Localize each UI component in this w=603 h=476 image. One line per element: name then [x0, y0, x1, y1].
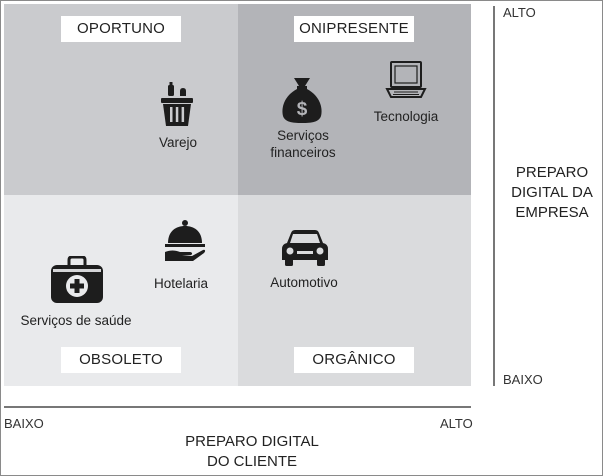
quadrant-label-oportuno: OPORTUNO [61, 16, 181, 42]
y-axis-title-line3: EMPRESA [515, 204, 589, 221]
y-axis-high-label: ALTO [503, 5, 536, 20]
y-axis-line [493, 6, 495, 386]
sector-label-automotivo: Automotivo [270, 275, 338, 290]
x-axis-title: PREPARO DIGITAL DO CLIENTE [160, 432, 344, 472]
first-aid-kit-icon [51, 256, 103, 303]
quadrant-label-organico: ORGÂNICO [294, 347, 414, 373]
finance-label-line1: Serviços [277, 128, 329, 143]
x-axis-line [4, 406, 471, 408]
y-axis-title-line2: DIGITAL DA [511, 184, 593, 201]
sector-label-tecnologia: Tecnologia [373, 109, 439, 124]
y-axis-low-label: BAIXO [503, 372, 543, 387]
sector-label-servicos-de-saude: Serviços de saúde [20, 313, 132, 328]
sector-label-servicos-financeiros: Serviços financeiros [258, 127, 348, 161]
y-axis-title: PREPARO DIGITAL DA EMPRESA [500, 163, 603, 223]
money-bag-icon: $ [282, 78, 322, 123]
sector-label-varejo: Varejo [158, 135, 198, 150]
quadrant-label-obsoleto: OBSOLETO [61, 347, 181, 373]
x-axis-title-line1: PREPARO DIGITAL [185, 433, 319, 450]
laptop-icon [385, 61, 427, 98]
sector-label-hotelaria: Hotelaria [153, 276, 209, 291]
y-axis-title-line1: PREPARO [515, 164, 589, 181]
car-icon [282, 230, 328, 266]
x-axis-low-label: BAIXO [4, 416, 44, 431]
x-axis-title-line2: DO CLIENTE [206, 453, 297, 470]
quadrant-label-onipresente: ONIPRESENTE [294, 16, 414, 42]
svg-text:$: $ [297, 99, 308, 120]
x-axis-high-label: ALTO [440, 416, 473, 431]
basket-icon [161, 82, 193, 126]
cloche-icon [165, 220, 206, 261]
finance-label-line2: financeiros [270, 145, 336, 160]
